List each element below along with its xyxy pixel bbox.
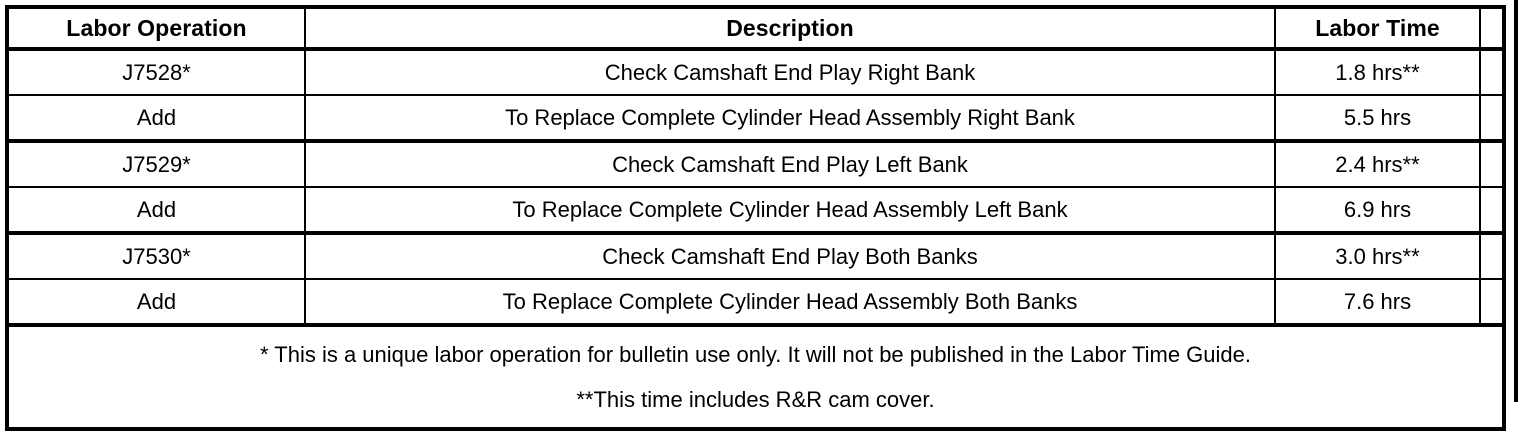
cell-labor-operation: Add [6,279,306,325]
table-row: J7528* Check Camshaft End Play Right Ban… [6,49,1504,96]
cell-spacer [1479,141,1504,188]
footnotes-cell: * This is a unique labor operation for b… [6,323,1505,429]
footnotes-row: * This is a unique labor operation for b… [6,323,1505,429]
cell-spacer [1479,49,1504,96]
cell-spacer [1479,95,1504,143]
table-row: J7530* Check Camshaft End Play Both Bank… [6,233,1504,280]
cell-spacer [1479,279,1504,325]
cell-description: To Replace Complete Cylinder Head Assemb… [304,279,1276,325]
column-header-spacer [1479,7,1504,51]
cell-labor-time: 5.5 hrs [1274,95,1481,143]
cell-labor-operation: Add [6,95,306,143]
footnote-spacer [9,366,1502,388]
table-row: J7529* Check Camshaft End Play Left Bank… [6,141,1504,188]
cell-description: To Replace Complete Cylinder Head Assemb… [304,187,1276,235]
cell-labor-operation: J7529* [6,141,306,188]
column-header-labor-operation: Labor Operation [6,7,306,51]
table-row: Add To Replace Complete Cylinder Head As… [6,95,1504,143]
cell-labor-operation: Add [6,187,306,235]
table-row: Add To Replace Complete Cylinder Head As… [6,279,1504,325]
table-row: Add To Replace Complete Cylinder Head As… [6,187,1504,235]
document-sheet: Labor Operation Description Labor Time J… [5,0,1518,431]
footnote-single-asterisk: * This is a unique labor operation for b… [260,341,1251,367]
cell-spacer [1479,187,1504,235]
footnote-double-asterisk: **This time includes R&R cam cover. [576,387,935,412]
labor-operation-table: Labor Operation Description Labor Time J… [5,5,1506,431]
cell-description: To Replace Complete Cylinder Head Assemb… [304,95,1276,143]
cell-description: Check Camshaft End Play Right Bank [304,49,1276,96]
cell-description: Check Camshaft End Play Left Bank [304,141,1276,188]
page-edge-rule [1514,0,1518,402]
cell-spacer [1479,233,1504,280]
cell-labor-time: 2.4 hrs** [1274,141,1481,188]
cell-labor-time: 6.9 hrs [1274,187,1481,235]
cell-labor-operation: J7528* [6,49,306,96]
table-header: Labor Operation Description Labor Time [6,7,1504,51]
cell-labor-time: 7.6 hrs [1274,279,1481,325]
table-body: J7528* Check Camshaft End Play Right Ban… [6,49,1505,429]
cell-labor-time: 1.8 hrs** [1274,49,1481,96]
cell-labor-time: 3.0 hrs** [1274,233,1481,280]
cell-labor-operation: J7530* [6,233,306,280]
column-header-description: Description [304,7,1276,51]
column-header-labor-time: Labor Time [1274,7,1481,51]
table-header-row: Labor Operation Description Labor Time [6,7,1504,51]
cell-description: Check Camshaft End Play Both Banks [304,233,1276,280]
